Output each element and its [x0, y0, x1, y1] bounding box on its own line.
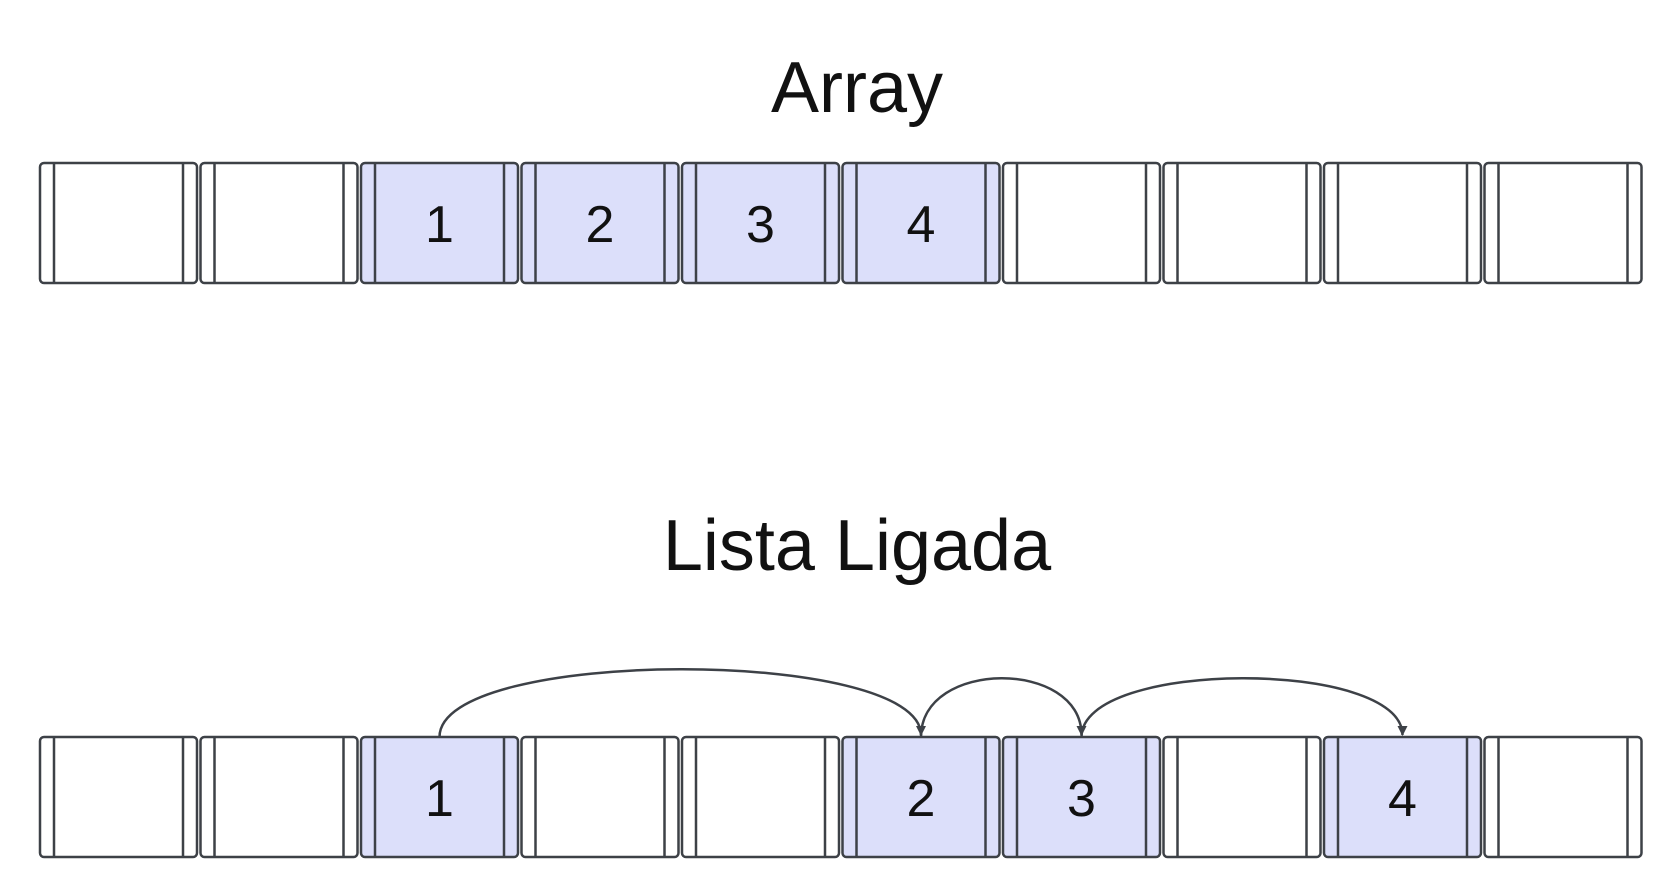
linked-list-row: 1 2 3 4	[38, 735, 1643, 859]
array-cell: 1	[359, 161, 520, 285]
linked-list-cell-box	[1162, 735, 1322, 859]
linked-list-links	[438, 668, 1408, 738]
linked-list-cell-box	[1001, 735, 1162, 859]
linked-list-cell	[680, 735, 841, 859]
linked-list-cell	[38, 735, 199, 859]
array-cell-box	[1162, 161, 1322, 285]
linked-list-cell-box	[841, 735, 1001, 859]
array-cell-box	[38, 161, 199, 285]
linked-list-cell: 2	[841, 735, 1001, 859]
array-cell-value: 2	[586, 196, 615, 254]
linked-list-cell-value: 2	[907, 770, 936, 828]
array-cell	[1001, 161, 1162, 285]
array-cell-box	[680, 161, 841, 285]
array-cell-box	[199, 161, 359, 285]
linked-list-title: Lista Ligada	[663, 506, 1052, 586]
linked-list-cell-box	[1322, 735, 1483, 859]
array-cell-value: 1	[425, 196, 454, 254]
linked-list-cell-value: 3	[1067, 770, 1096, 828]
linked-list-cell-box	[1483, 735, 1643, 859]
linked-list-cell-box	[199, 735, 359, 859]
linked-list-cell	[520, 735, 680, 859]
array-cell-box	[1322, 161, 1483, 285]
array-row: 1 2 3 4	[38, 161, 1643, 285]
linked-list-cell-box	[520, 735, 680, 859]
linked-list-cell-box	[680, 735, 841, 859]
array-title: Array	[771, 48, 943, 128]
array-cell	[38, 161, 199, 285]
array-cell: 3	[680, 161, 841, 285]
array-cell-value: 4	[907, 196, 936, 254]
array-cell	[1322, 161, 1483, 285]
array-cell: 2	[520, 161, 680, 285]
array-cell-value: 3	[746, 196, 775, 254]
array-cell: 4	[841, 161, 1001, 285]
array-cell-box	[841, 161, 1001, 285]
array-cell	[1483, 161, 1643, 285]
linked-list-cell	[1483, 735, 1643, 859]
linked-list-cell-value: 1	[425, 770, 454, 828]
linked-list-cell: 1	[359, 735, 520, 859]
linked-list-cell	[1162, 735, 1322, 859]
array-cell	[1162, 161, 1322, 285]
linked-list-cell: 3	[1001, 735, 1162, 859]
linked-list-cell: 4	[1322, 735, 1483, 859]
linked-list-arrow	[438, 668, 926, 738]
linked-list-cell-value: 4	[1388, 770, 1417, 828]
array-cell-box	[1483, 161, 1643, 285]
linked-list-cell-box	[38, 735, 199, 859]
linked-list-cell	[199, 735, 359, 859]
linked-list-arrow	[919, 677, 1087, 738]
array-cell-box	[359, 161, 520, 285]
array-cell-box	[520, 161, 680, 285]
linked-list-arrow	[1080, 677, 1408, 738]
array-cell-box	[1001, 161, 1162, 285]
array-cell	[199, 161, 359, 285]
linked-list-cell-box	[359, 735, 520, 859]
